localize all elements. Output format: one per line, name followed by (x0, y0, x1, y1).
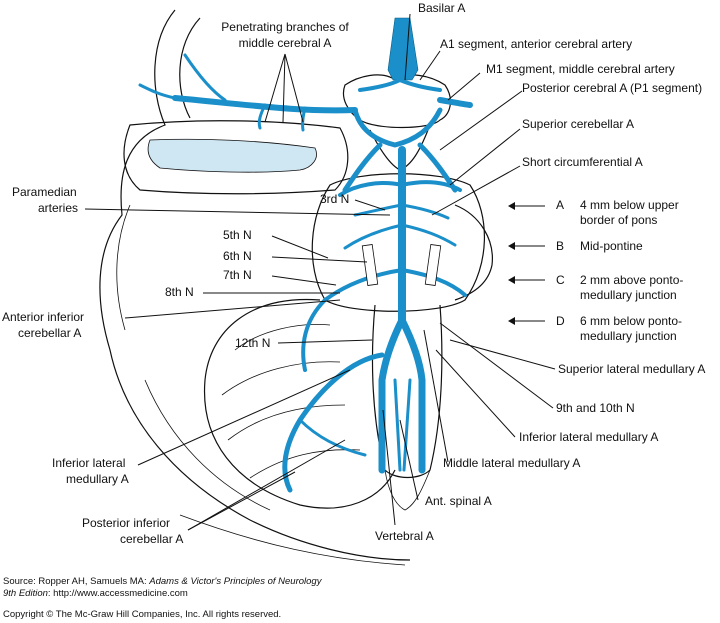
anterior-spinal-artery (393, 378, 402, 472)
label-slm: Superior lateral medullary A (558, 362, 705, 376)
level-letter-a: A (556, 198, 564, 212)
source-line: Source: Ropper AH, Samuels MA: Adams & V… (3, 576, 717, 588)
label-short-circ: Short circumferential A (522, 155, 643, 169)
source-url[interactable]: : http://www.accessmedicine.com (47, 588, 188, 599)
label-pica-1: Posterior inferior (82, 516, 170, 530)
label-a1: A1 segment, anterior cerebral artery (440, 37, 632, 51)
level-letter-d: D (556, 314, 565, 328)
label-pca: Posterior cerebral A (P1 segment) (522, 81, 702, 95)
edition-text: 9th Edition (3, 588, 48, 599)
label-n12: 12th N (235, 336, 270, 350)
label-paramedian-1: Paramedian (12, 185, 77, 199)
level-desc-b-1: Mid-pontine (580, 239, 643, 253)
label-pica-2: cerebellar A (120, 532, 183, 546)
level-desc-a-1: 4 mm below upper (580, 198, 679, 212)
leader-lines (84, 13, 556, 531)
label-m1: M1 segment, middle cerebral artery (486, 62, 675, 76)
label-ilm-left-2: medullary A (66, 472, 129, 486)
label-n6: 6th N (223, 249, 252, 263)
superior-cerebellar-artery (338, 180, 462, 197)
label-vertebral: Vertebral A (375, 529, 434, 543)
brainstem-artery-diagram: Basilar A Penetrating branches of middle… (2, 1, 705, 566)
label-n8: 8th N (165, 285, 194, 299)
label-basilar: Basilar A (418, 1, 465, 15)
level-desc-c-1: 2 mm above ponto- (580, 273, 683, 287)
ventricle-horn (148, 139, 317, 173)
arterial-tree (138, 17, 473, 493)
section-levels: A 4 mm below upper border of pons B Mid-… (556, 198, 683, 343)
source-prefix: Source: Ropper AH, Samuels MA: (3, 576, 150, 587)
label-n7: 7th N (223, 268, 252, 282)
middle-cerebral-artery (172, 95, 358, 114)
label-mlm: Middle lateral medullary A (443, 456, 580, 470)
label-n9-10: 9th and 10th N (556, 401, 635, 415)
source-title: Adams & Victor's Principles of Neurology (149, 576, 322, 587)
level-letter-b: B (556, 239, 564, 253)
label-aica-1: Anterior inferior (2, 310, 84, 324)
copyright-line: Copyright © The Mc-Graw Hill Companies, … (3, 609, 282, 620)
pica-artery (282, 352, 385, 493)
label-aica-2: cerebellar A (18, 326, 81, 340)
anatomy-labels: Basilar A Penetrating branches of middle… (2, 1, 705, 546)
edition-line: 9th Edition: http://www.accessmedicine.c… (3, 588, 717, 600)
label-paramedian-2: arteries (38, 201, 78, 215)
level-desc-a-2: border of pons (580, 213, 657, 227)
vertebral-artery (378, 316, 406, 474)
label-ant-spinal: Ant. spinal A (425, 494, 492, 508)
label-penetrating-1: Penetrating branches of (221, 20, 349, 34)
anterior-cerebral-artery (387, 17, 419, 81)
level-letter-c: C (556, 273, 565, 287)
level-desc-c-2: medullary junction (580, 288, 677, 302)
label-ilm-right: Inferior lateral medullary A (519, 430, 658, 444)
label-n3: 3rd N (320, 192, 349, 206)
level-desc-d-1: 6 mm below ponto- (580, 314, 682, 328)
source-credits: Source: Ropper AH, Samuels MA: Adams & V… (3, 576, 717, 621)
label-ilm-left-1: Inferior lateral (52, 456, 125, 470)
label-sca: Superior cerebellar A (522, 117, 634, 131)
label-penetrating-2: middle cerebral A (239, 36, 332, 50)
level-arrows (508, 202, 545, 325)
level-desc-d-2: medullary junction (580, 329, 677, 343)
label-n5: 5th N (223, 228, 252, 242)
